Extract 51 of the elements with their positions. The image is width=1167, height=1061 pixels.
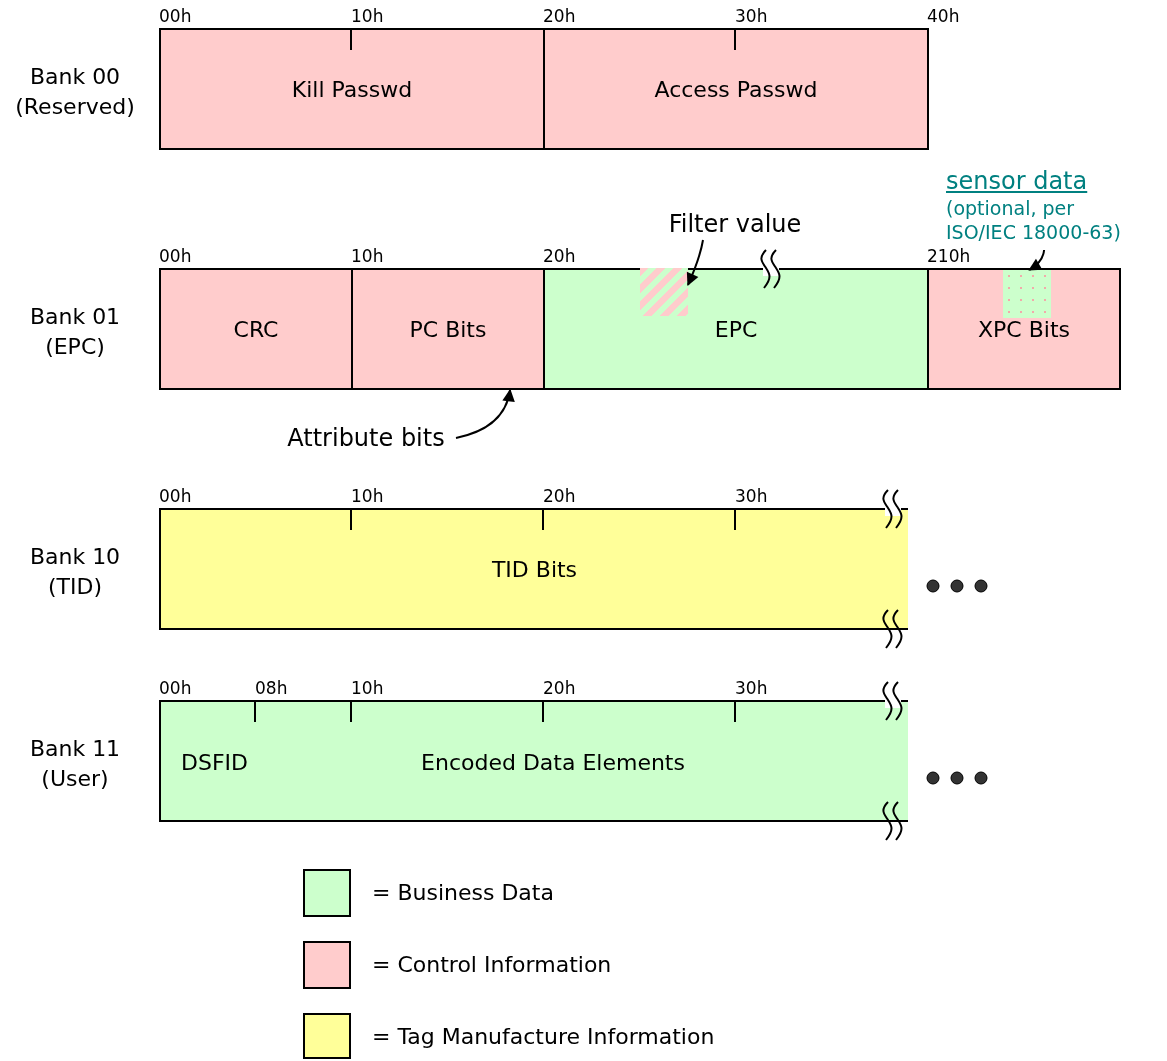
address-label: 00h [159,248,192,265]
legend-text: = Control Information [372,951,612,979]
callout-text: Attribute bits [276,422,456,454]
memory-field [927,268,1121,390]
memory-field [543,28,929,150]
address-label: 00h [159,8,192,25]
field-label: TID Bits [491,556,578,582]
field-label: Encoded Data Elements [421,749,685,775]
legend-text: = Business Data [372,879,554,907]
patch [1003,270,1051,318]
address-label: 20h [543,680,576,697]
field-label: CRC [233,316,279,342]
memory-field [159,268,353,390]
callout-text: Filter value [655,208,815,240]
memory-field [543,268,929,390]
memory-field [159,508,908,630]
address-label: 20h [543,8,576,25]
field-label: XPC Bits [978,316,1070,342]
address-label: 10h [351,488,384,505]
address-label: 20h [543,488,576,505]
legend-text: = Tag Manufacture Information [372,1023,715,1051]
address-label: 10h [351,8,384,25]
memory-field [159,700,908,822]
field-label: Kill Passwd [291,76,413,102]
address-label: 30h [735,8,768,25]
field-label: PC Bits [409,316,487,342]
address-label: 210h [927,248,971,265]
address-label: 08h [255,680,288,697]
field-label: Access Passwd [654,76,818,102]
field-label: EPC [714,316,758,342]
address-label: 00h [159,488,192,505]
note-text: (optional, per ISO/IEC 18000-63) [946,196,1122,244]
bank-label: Bank 00 (Reserved) [14,63,136,121]
leader-arrow [1028,249,1046,271]
bank-label: Bank 10 (TID) [28,543,122,601]
leader-arrow [686,239,704,286]
address-label: 10h [351,248,384,265]
patch [640,268,688,316]
address-label: 30h [735,680,768,697]
link-text: sensor data [946,166,1088,196]
address-label: 20h [543,248,576,265]
address-label: 00h [159,680,192,697]
leader-arrow [455,388,515,439]
bank-label: Bank 11 (User) [28,735,122,793]
memory-field [351,268,545,390]
address-label: 30h [735,488,768,505]
address-label: 10h [351,680,384,697]
field-label: DSFID [181,749,248,775]
memory-field [159,28,545,150]
bank-label: Bank 01 (EPC) [28,303,122,361]
address-label: 40h [927,8,960,25]
